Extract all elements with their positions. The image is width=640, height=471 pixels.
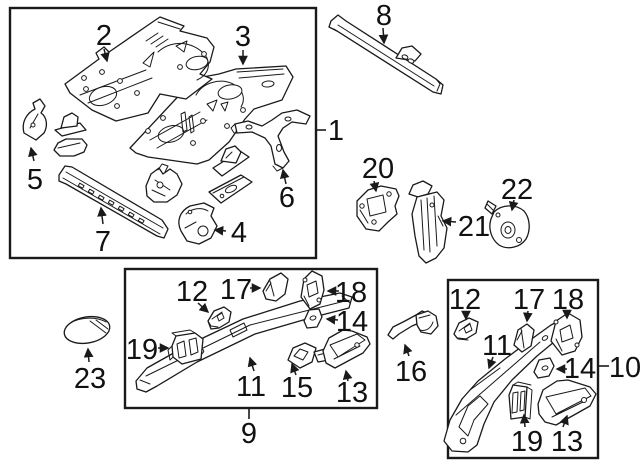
callout-17-left[interactable]: 17 bbox=[220, 274, 252, 306]
callout-20-arrow bbox=[369, 180, 380, 193]
part-18-plate-left[interactable] bbox=[300, 270, 325, 310]
callout-18-left[interactable]: 18 bbox=[335, 277, 367, 309]
oblong-support[interactable] bbox=[53, 138, 88, 157]
part-12-clip-right[interactable] bbox=[453, 317, 479, 341]
callout-12-right[interactable]: 12 bbox=[449, 284, 481, 316]
part-21-bracket[interactable] bbox=[408, 180, 448, 264]
callout-13r-arrow bbox=[559, 414, 569, 428]
part-5-bracket[interactable] bbox=[22, 98, 48, 141]
part-16-group: 16 bbox=[387, 310, 439, 388]
callout-19-left[interactable]: 19 bbox=[126, 334, 158, 366]
callout-20[interactable]: 20 bbox=[362, 153, 394, 185]
assembly-10-box bbox=[446, 278, 600, 460]
part-17-bracket-right[interactable] bbox=[513, 323, 535, 353]
floor-pan-assembly-group: 2 3 5 7 4 6 1 bbox=[8, 6, 344, 260]
part-17-bracket-left[interactable] bbox=[262, 272, 289, 302]
callout-4-arrow bbox=[213, 225, 227, 236]
callout-12l-arrow bbox=[197, 302, 210, 313]
part-2-floor-pan[interactable] bbox=[64, 16, 215, 122]
callout-7[interactable]: 7 bbox=[95, 226, 111, 258]
part-3-floor-pan[interactable] bbox=[129, 65, 294, 165]
callout-6[interactable]: 6 bbox=[279, 182, 295, 214]
part-4-bracket[interactable] bbox=[178, 202, 218, 245]
callout-10[interactable]: 10 bbox=[609, 352, 640, 384]
part-23-plug[interactable] bbox=[62, 313, 112, 347]
callout-18-right[interactable]: 18 bbox=[552, 284, 584, 316]
callout-12-left[interactable]: 12 bbox=[176, 276, 208, 308]
callout-2[interactable]: 2 bbox=[96, 20, 112, 52]
callout-17r-arrow bbox=[522, 310, 533, 323]
callout-15-arrow bbox=[290, 362, 300, 376]
part-12-clip-left[interactable] bbox=[207, 306, 232, 330]
callout-7-arrow bbox=[97, 206, 107, 225]
callout-3[interactable]: 3 bbox=[235, 21, 251, 53]
callout-11l-arrow bbox=[247, 356, 258, 372]
part-14-clip-right[interactable] bbox=[533, 357, 555, 379]
callout-19r-arrow bbox=[519, 413, 530, 428]
callout-22[interactable]: 22 bbox=[501, 174, 533, 206]
callout-9[interactable]: 9 bbox=[241, 418, 257, 450]
callout-15[interactable]: 15 bbox=[281, 372, 313, 404]
jack-bracket[interactable] bbox=[145, 163, 183, 203]
flat-reinforcement[interactable] bbox=[208, 174, 253, 204]
saddle-bracket[interactable] bbox=[54, 112, 87, 137]
part-16-bracket[interactable] bbox=[387, 310, 439, 340]
part-20-bracket[interactable] bbox=[356, 185, 400, 232]
callout-1[interactable]: 1 bbox=[328, 115, 344, 147]
callout-13-left[interactable]: 13 bbox=[336, 377, 368, 409]
callout-11-right[interactable]: 11 bbox=[482, 330, 512, 362]
callout-6-arrow bbox=[279, 168, 290, 185]
pedestal-bracket[interactable] bbox=[212, 145, 250, 177]
part-22-mount-plate[interactable] bbox=[484, 200, 530, 249]
part-19-bracket-left[interactable] bbox=[167, 329, 204, 365]
part-18-plate-right[interactable] bbox=[550, 312, 583, 356]
mount-brackets-group: 20 21 22 bbox=[356, 153, 533, 264]
callout-8[interactable]: 8 bbox=[376, 0, 392, 32]
callout-16-arrow bbox=[403, 343, 413, 357]
callout-19-right[interactable]: 19 bbox=[511, 426, 543, 458]
part-14-clip-left[interactable] bbox=[303, 308, 323, 329]
right-rail-assembly-group: 12 17 18 11 14 19 13 10 bbox=[443, 278, 640, 460]
part-13-channel-left[interactable] bbox=[322, 329, 371, 369]
callout-11-left[interactable]: 11 bbox=[236, 371, 266, 403]
part-13-channel-right[interactable] bbox=[537, 379, 597, 426]
part-7-sill-rail[interactable] bbox=[58, 165, 169, 239]
callout-21-arrow bbox=[441, 216, 457, 227]
part-8-group: 8 bbox=[328, 0, 444, 95]
callout-23-arrow bbox=[83, 347, 94, 363]
callout-14-left[interactable]: 14 bbox=[336, 306, 368, 338]
left-rail-assembly-group: 12 17 18 14 19 11 15 13 9 bbox=[123, 267, 379, 450]
callout-8-arrow bbox=[378, 27, 389, 45]
callout-4[interactable]: 4 bbox=[231, 217, 247, 249]
callout-5-arrow bbox=[28, 146, 38, 162]
callout-5[interactable]: 5 bbox=[27, 164, 43, 196]
callout-23[interactable]: 23 bbox=[74, 363, 106, 395]
part-8-crossmember[interactable] bbox=[328, 14, 444, 95]
callout-13-right[interactable]: 13 bbox=[551, 426, 583, 458]
assembly-9-box bbox=[123, 267, 379, 410]
callout-22-arrow bbox=[508, 199, 519, 212]
callout-14l-arrow bbox=[325, 314, 339, 325]
callout-11r-arrow bbox=[487, 356, 497, 370]
callout-2-arrow bbox=[100, 48, 110, 63]
part-23-group: 23 bbox=[62, 313, 112, 395]
callout-21[interactable]: 21 bbox=[458, 211, 490, 243]
callout-13l-arrow bbox=[342, 369, 353, 382]
assembly-1-box bbox=[8, 6, 318, 260]
callout-16[interactable]: 16 bbox=[395, 356, 427, 388]
part-19-bracket-right[interactable] bbox=[508, 381, 533, 420]
callout-14-right[interactable]: 14 bbox=[564, 353, 596, 385]
callout-17-right[interactable]: 17 bbox=[513, 284, 545, 316]
